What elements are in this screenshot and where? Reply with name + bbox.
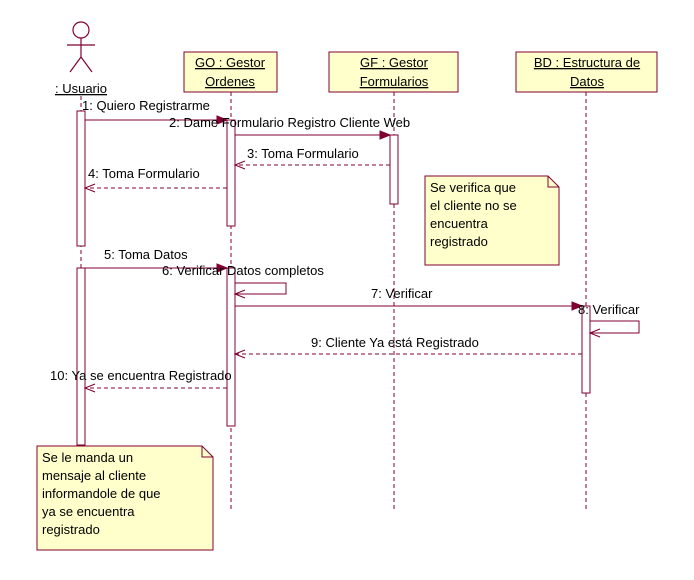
object-title-line1: GO : Gestor [195, 55, 266, 70]
activation-usuario-1 [76, 110, 86, 247]
note-line: el cliente no se [430, 198, 517, 213]
object-title-line2: Ordenes [205, 74, 255, 89]
message-label: 6: Verificar Datos completos [162, 263, 324, 278]
activation-gestor-formularios [389, 134, 399, 205]
message-label: 5: Toma Datos [104, 247, 188, 262]
note-line: encuentra [430, 216, 489, 231]
note-line: Se verifica que [430, 180, 516, 195]
activation-usuario-2 [76, 267, 86, 446]
note-line: Se le manda un [42, 450, 133, 465]
note-message-client: Se le manda un mensaje al cliente inform… [36, 445, 214, 551]
message-label: 2: Dame Formulario Registro Cliente Web [169, 115, 410, 130]
note-line: informandole de que [42, 486, 161, 501]
message-9: 9: Cliente Ya está Registrado [233, 335, 582, 359]
message-1: 1: Quiero Registrarme [82, 98, 229, 125]
message-label: 7: Verificar [371, 286, 433, 301]
actor-label: : Usuario [55, 81, 107, 96]
object-box-gestor-ordenes: GO : Gestor Ordenes [183, 51, 278, 93]
note-line: registrado [42, 522, 100, 537]
message-8-self: 8: Verificar [578, 302, 640, 338]
note-line: ya se encuentra [42, 504, 135, 519]
object-title-line1: GF : Gestor [360, 55, 429, 70]
activation-gestor-ordenes-1 [226, 119, 236, 227]
message-label: 10: Ya se encuentra Registrado [50, 368, 232, 383]
activation-gestor-ordenes-2 [226, 267, 236, 427]
object-title-line1: BD : Estructura de [534, 55, 640, 70]
message-label: 4: Toma Formulario [88, 166, 200, 181]
note-line: registrado [430, 234, 488, 249]
message-6-self: 6: Verificar Datos completos [162, 263, 324, 299]
message-label: 8: Verificar [578, 302, 640, 317]
object-title-line2: Datos [570, 74, 604, 89]
message-10: 10: Ya se encuentra Registrado [50, 368, 232, 393]
object-box-gestor-formularios: GF : Gestor Formularios [328, 51, 459, 93]
stick-figure-icon [67, 21, 95, 73]
note-line: mensaje al cliente [42, 468, 146, 483]
object-title-line2: Formularios [360, 74, 429, 89]
message-label: 3: Toma Formulario [247, 146, 359, 161]
message-label: 1: Quiero Registrarme [82, 98, 210, 113]
activation-estructura-datos [581, 305, 591, 394]
message-5: 5: Toma Datos [85, 247, 229, 273]
message-4: 4: Toma Formulario [83, 166, 227, 193]
message-label: 9: Cliente Ya está Registrado [311, 335, 479, 350]
message-3: 3: Toma Formulario [233, 146, 390, 170]
note-verify-client: Se verifica que el cliente no se encuent… [424, 175, 560, 266]
message-7: 7: Verificar [235, 286, 584, 311]
message-2: 2: Dame Formulario Registro Cliente Web [169, 115, 410, 140]
object-box-estructura-datos: BD : Estructura de Datos [515, 51, 658, 93]
